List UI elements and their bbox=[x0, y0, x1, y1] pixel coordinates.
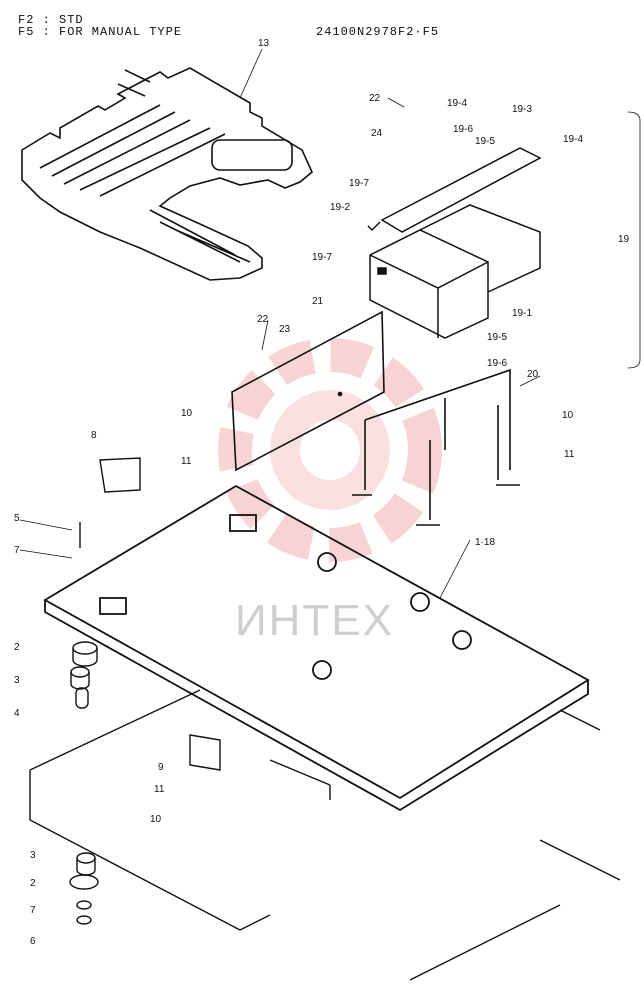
callout-7-lower: 7 bbox=[30, 905, 36, 916]
callout-1-18: 1·18 bbox=[475, 537, 495, 548]
callout-19-6-top: 19-6 bbox=[453, 124, 473, 135]
callout-19-6-bottom: 19-6 bbox=[487, 358, 507, 369]
floor-mat-13 bbox=[21, 67, 313, 281]
callout-10-upper-left: 10 bbox=[181, 408, 193, 419]
callout-19-4-right: 19-4 bbox=[563, 134, 583, 145]
callout-11-right: 11 bbox=[564, 449, 575, 460]
callout-3-upper: 3 bbox=[14, 675, 20, 686]
legend-line-std: F2 : STD bbox=[18, 13, 84, 27]
leader-lines bbox=[19, 48, 641, 599]
callout-6: 6 bbox=[30, 936, 36, 947]
callout-2-lower: 2 bbox=[30, 878, 36, 889]
callout-19-5-top: 19-5 bbox=[475, 136, 495, 147]
callout-19-3: 19-3 bbox=[512, 104, 532, 115]
callout-4: 4 bbox=[14, 708, 20, 719]
callout-19-4-left: 19-4 bbox=[447, 98, 467, 109]
callout-22-mid: 22 bbox=[257, 314, 269, 325]
legend-line-manual: F5 : FOR MANUAL TYPE bbox=[18, 25, 183, 39]
callout-19-7-top: 19-7 bbox=[349, 178, 369, 189]
watermark-text: ИНТЕХ bbox=[235, 596, 394, 645]
callout-10-lower: 10 bbox=[150, 814, 162, 825]
watermark-gear-icon bbox=[218, 338, 442, 562]
callout-7-upper: 7 bbox=[14, 545, 20, 556]
callout-24: 24 bbox=[371, 128, 383, 139]
callout-13: 13 bbox=[258, 38, 270, 49]
callout-5: 5 bbox=[14, 513, 20, 524]
cover-assembly-19 bbox=[367, 147, 542, 339]
bracket-plate-21 bbox=[231, 310, 385, 472]
callout-9: 9 bbox=[158, 762, 164, 773]
callout-19: 19 bbox=[618, 234, 630, 245]
drawing-code: 24100N2978F2·F5 bbox=[316, 25, 440, 39]
callout-8: 8 bbox=[91, 430, 97, 441]
callout-11-upper-left: 11 bbox=[181, 456, 192, 467]
base-plate-1-18 bbox=[43, 484, 590, 812]
callout-10-right: 10 bbox=[562, 410, 574, 421]
stand-frame-20 bbox=[352, 368, 520, 526]
callout-22-top: 22 bbox=[369, 93, 381, 104]
callout-19-2: 19-2 bbox=[330, 202, 350, 213]
small-hardware bbox=[69, 457, 221, 925]
callout-19-5-bottom: 19-5 bbox=[487, 332, 507, 343]
machine-base-frame bbox=[29, 689, 621, 981]
callout-19-1: 19-1 bbox=[512, 308, 532, 319]
callout-20: 20 bbox=[527, 369, 539, 380]
callout-23: 23 bbox=[279, 324, 291, 335]
callout-11-lower: 11 bbox=[154, 784, 165, 795]
callout-3-lower: 3 bbox=[30, 850, 36, 861]
callout-21: 21 bbox=[312, 296, 324, 307]
callout-19-7-bottom: 19-7 bbox=[312, 252, 332, 263]
callout-2-upper: 2 bbox=[14, 642, 20, 653]
